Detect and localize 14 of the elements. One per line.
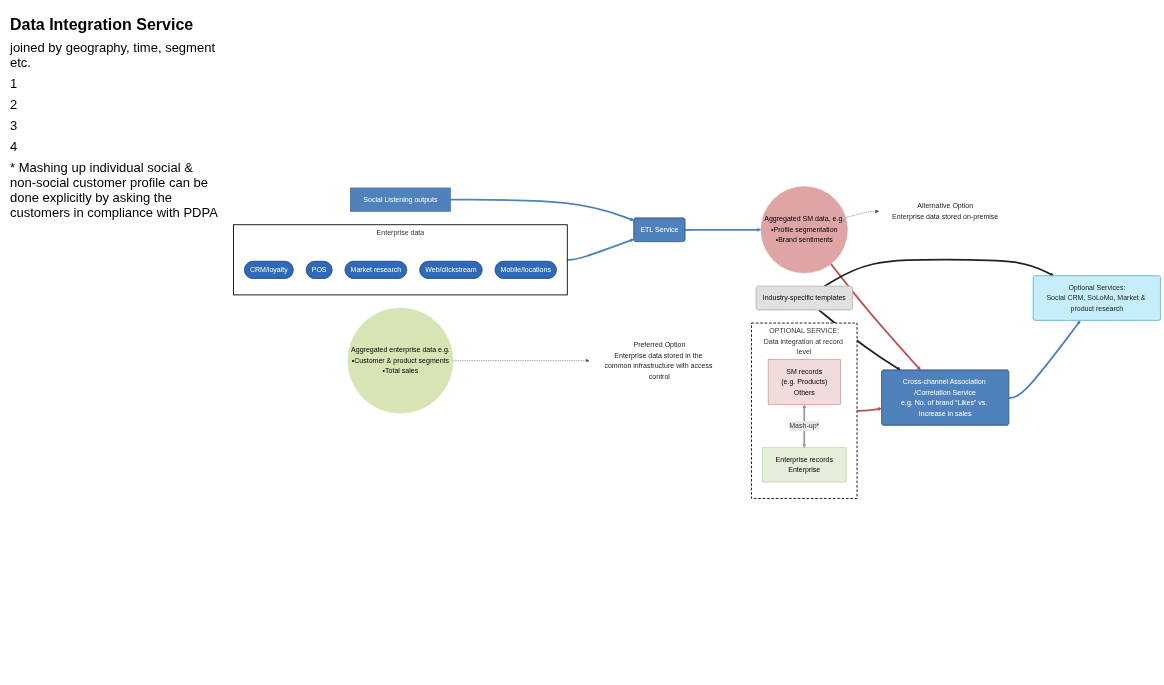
arrow (449, 198, 635, 222)
callout-number: 3 (10, 118, 19, 133)
arrow (856, 407, 882, 412)
arrow (1008, 320, 1081, 399)
section-heading: joined by geography, time, segment etc. (10, 40, 216, 70)
arrow (823, 258, 1054, 288)
section-heading: Data Integration Service (10, 16, 195, 34)
arrow (566, 238, 634, 261)
callout-number: 2 (10, 97, 19, 112)
callout-number: 1 (10, 76, 19, 91)
arrow (830, 263, 921, 371)
callout-number: 4 (10, 139, 19, 154)
arrow (684, 227, 762, 232)
footnote: * Mashing up individual social & non-social customer profile can be done explicitly by asking the customers in compliance with PDPA (10, 160, 219, 220)
